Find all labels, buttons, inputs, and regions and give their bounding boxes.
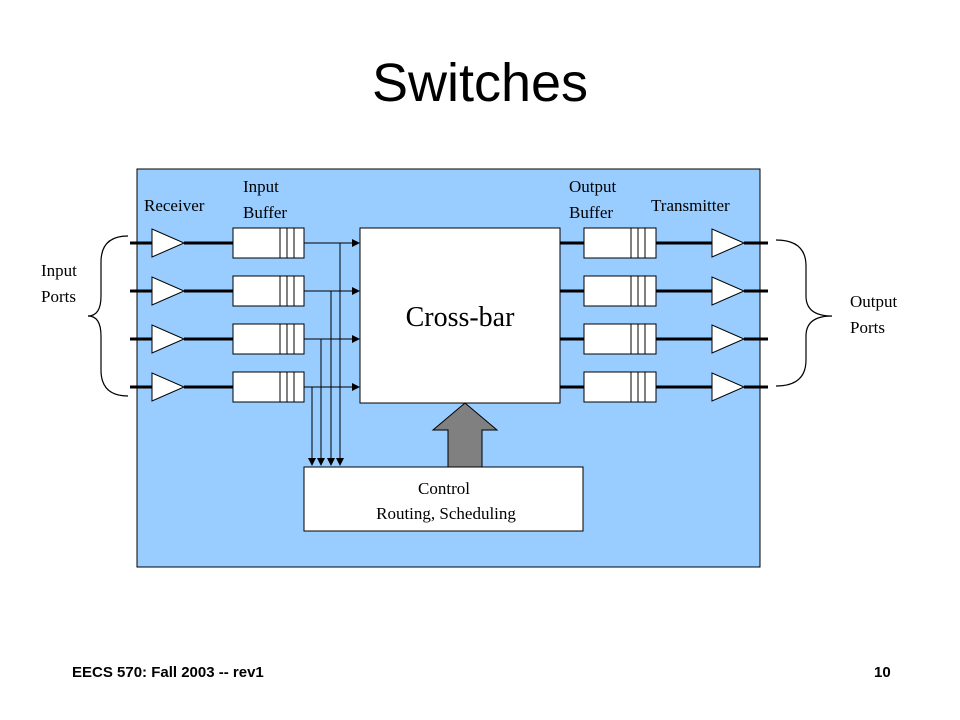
port-row-3	[130, 323, 768, 355]
buffer-to-control-lines	[308, 243, 344, 466]
transmitter-3	[711, 324, 746, 354]
crossbar-label: Cross-bar	[406, 302, 516, 333]
slide-title: Switches	[371, 53, 589, 113]
input-buffer-label-line1: Input	[243, 177, 279, 196]
input-ports-label-line2: Ports	[41, 287, 76, 306]
output-buffer-label-line2: Buffer	[569, 203, 613, 222]
output-buffer-1	[583, 227, 657, 259]
receiver-3	[151, 324, 186, 354]
input-buffer-3	[232, 323, 305, 355]
output-buffer-3	[583, 323, 657, 355]
control-box	[303, 466, 584, 532]
control-label-line1: Control	[418, 479, 470, 498]
slide-footer: EECS 570: Fall 2003 -- rev1	[72, 664, 264, 681]
output-ports-label-line1: Output	[850, 292, 898, 311]
port-row-2	[130, 275, 768, 307]
receiver-4	[151, 372, 186, 402]
input-ports-brace	[87, 235, 129, 397]
input-buffer-2	[232, 275, 305, 307]
receiver-1	[151, 228, 186, 258]
output-buffer-label-line1: Output	[569, 177, 617, 196]
input-buffer-4	[232, 371, 305, 403]
page-number: 10	[874, 664, 891, 681]
receiver-label: Receiver	[144, 196, 205, 215]
port-rows	[130, 227, 768, 403]
output-buffer-4	[583, 371, 657, 403]
receiver-2	[151, 276, 186, 306]
input-buffer-label-line2: Buffer	[243, 203, 287, 222]
output-ports-label-line2: Ports	[850, 318, 885, 337]
input-buffer-1	[232, 227, 305, 259]
transmitter-2	[711, 276, 746, 306]
control-label-line2: Routing, Scheduling	[376, 504, 516, 523]
port-row-4	[130, 371, 768, 403]
port-row-1	[130, 227, 768, 259]
transmitter-1	[711, 228, 746, 258]
crossbar-box	[359, 227, 561, 404]
transmitter-4	[711, 372, 746, 402]
input-ports-label-line1: Input	[41, 261, 77, 280]
output-ports-brace	[775, 239, 833, 387]
control-to-crossbar-arrow	[431, 402, 499, 468]
transmitter-label: Transmitter	[651, 196, 730, 215]
output-buffer-2	[583, 275, 657, 307]
